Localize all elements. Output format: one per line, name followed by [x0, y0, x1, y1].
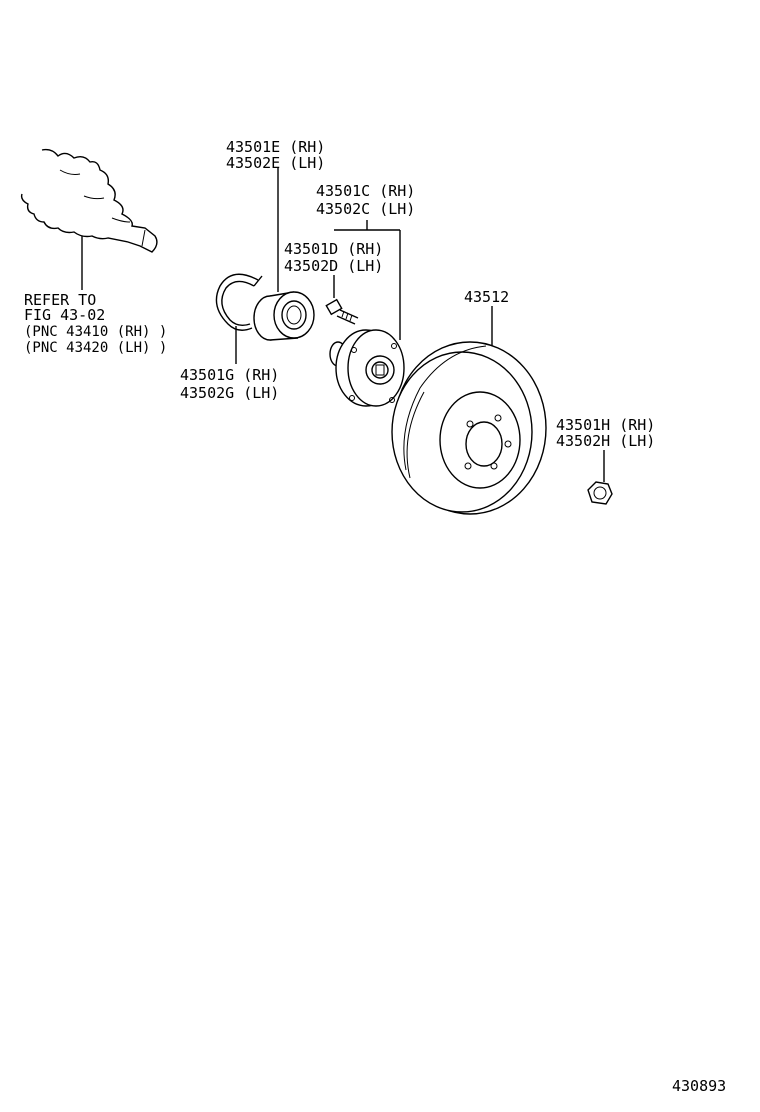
figure-number: 430893 [672, 1077, 726, 1095]
hub-bolt-drawing [325, 275, 359, 325]
snap-ring-lh-label: 43502G (LH) [180, 384, 279, 402]
bearing-drawing [253, 168, 315, 341]
reference-line-3: (PNC 43410 (RH) ) [24, 324, 167, 340]
hub-lh-label: 43502C (LH) [316, 200, 415, 218]
snap-ring-drawing [215, 273, 263, 364]
reference-line-2: FIG 43-02 [24, 306, 105, 324]
hub-rh-label: 43501C (RH) [316, 182, 415, 200]
reference-line-4: (PNC 43420 (LH) ) [24, 340, 167, 356]
nut-rh-label: 43501H (RH) [556, 416, 655, 434]
nut-lh-label: 43502H (LH) [556, 432, 655, 450]
hub-bolt-lh-label: 43502D (LH) [284, 257, 383, 275]
reference-line-1: REFER TO [24, 291, 96, 309]
hub-nut-drawing [587, 450, 613, 505]
hub-bolt-rh-label: 43501D (RH) [284, 240, 383, 258]
drive-shaft-reference-drawing [20, 148, 158, 290]
disc-label: 43512 [464, 288, 509, 306]
brake-disc-drawing [391, 306, 547, 515]
bearing-lh-label: 43502E (LH) [226, 154, 325, 172]
hub-drawing [329, 220, 405, 407]
bearing-rh-label: 43501E (RH) [226, 138, 325, 156]
snap-ring-rh-label: 43501G (RH) [180, 366, 279, 384]
